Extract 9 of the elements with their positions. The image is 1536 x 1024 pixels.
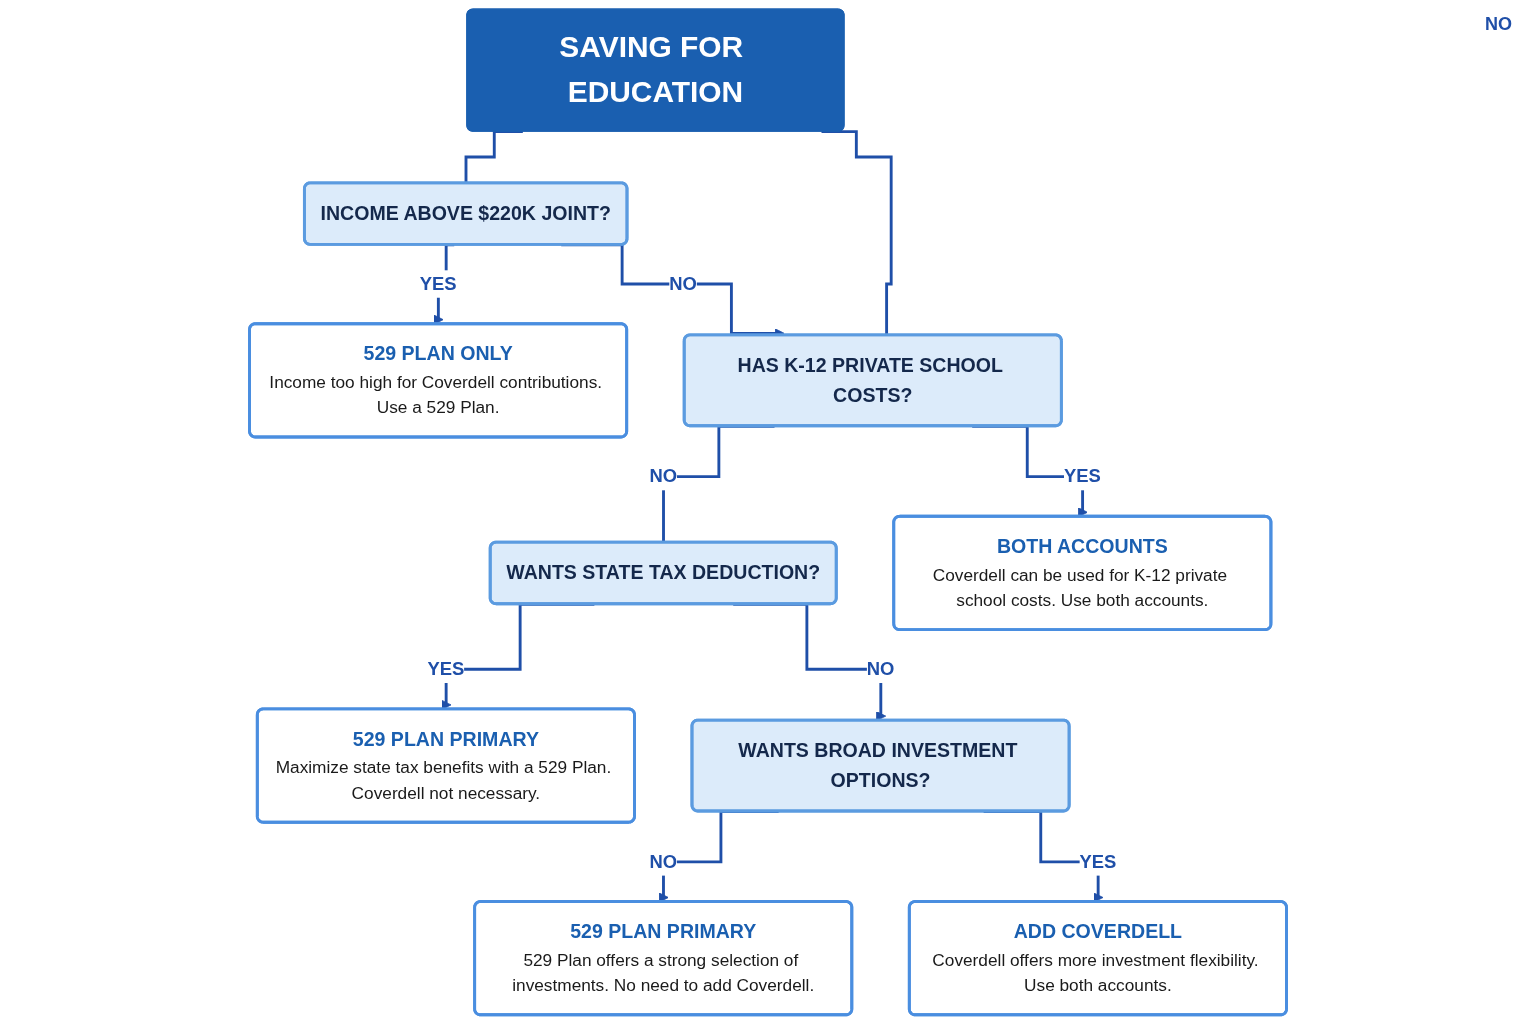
text-label: NO [1485, 14, 1512, 35]
edge-label: YES [1079, 851, 1117, 872]
edge-label: YES [419, 273, 457, 294]
edge-label: NO [649, 851, 678, 872]
edge-label: YES [1063, 466, 1101, 486]
edge-label: NO [649, 466, 678, 486]
edge-label: NO [669, 273, 697, 294]
edge-label: NO [866, 658, 895, 679]
edge-label: YES [427, 658, 465, 679]
